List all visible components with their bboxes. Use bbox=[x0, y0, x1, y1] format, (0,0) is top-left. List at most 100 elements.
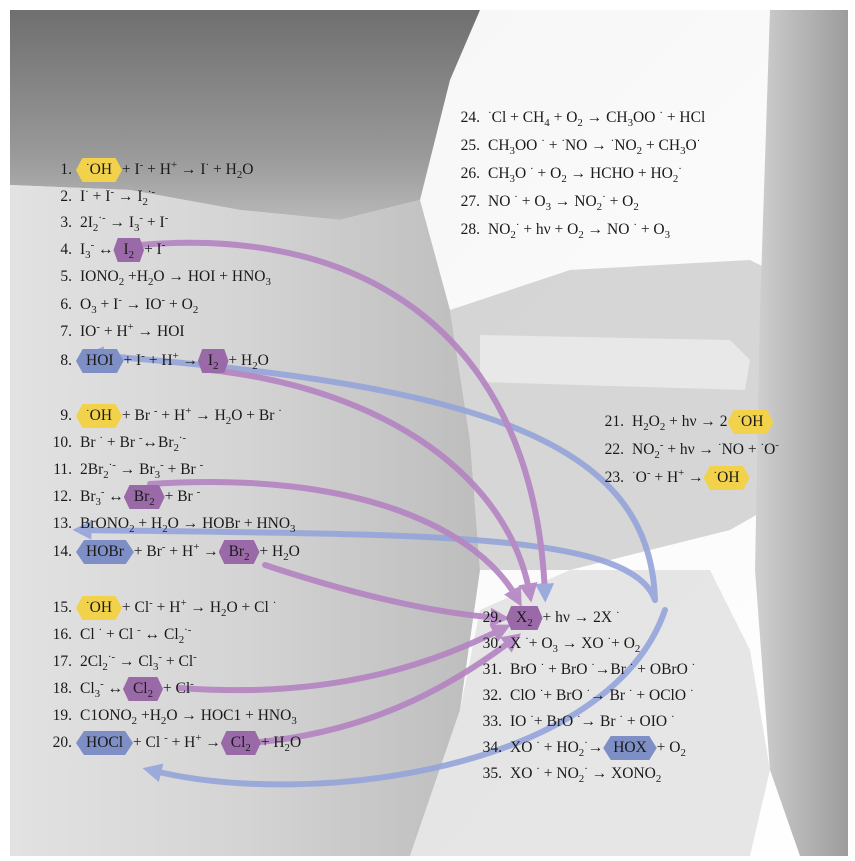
equation-text: + H2O bbox=[225, 352, 269, 369]
equation-number: 14. bbox=[50, 543, 72, 561]
equation-text: 2I2·- → I3- + I- bbox=[80, 214, 168, 231]
equation-number: 1. bbox=[50, 161, 72, 179]
equation-30: 30. X ·+ O3 → XO ·+ O2 bbox=[480, 635, 640, 653]
equation-text: + H2O bbox=[257, 734, 301, 751]
equation-number: 17. bbox=[50, 653, 72, 671]
equation-number: 32. bbox=[480, 687, 502, 705]
middle-crystal-slot bbox=[480, 335, 750, 390]
equation-number: 7. bbox=[50, 323, 72, 341]
equation-7: 7. IO- + H+ → HOI bbox=[50, 323, 185, 341]
equation-number: 4. bbox=[50, 241, 72, 259]
equation-number: 11. bbox=[50, 461, 72, 479]
iodine-highlight: I2 bbox=[117, 241, 140, 259]
equation-15: 15.·OH + Cl- + H+ → H2O + Cl · bbox=[50, 599, 276, 617]
equation-text: + Cl- bbox=[159, 680, 194, 697]
equation-number: 22. bbox=[602, 441, 624, 459]
hox-highlight: HOX bbox=[607, 739, 653, 757]
equation-number: 30. bbox=[480, 635, 502, 653]
equation-12: 12. Br3- ↔ Br2 + Br - bbox=[50, 488, 200, 506]
iodine-highlight: I2 bbox=[202, 352, 225, 370]
equation-text: Br3- ↔ bbox=[80, 488, 128, 505]
equation-number: 28. bbox=[458, 221, 480, 239]
equation-26: 26. CH3O · + O2 → HCHO + HO2· bbox=[458, 165, 682, 183]
equation-text: + Cl- + H+ → H2O + Cl · bbox=[118, 599, 276, 616]
equation-text: XO · + NO2· → XONO2 bbox=[510, 765, 661, 782]
equation-text: X ·+ O3 → XO ·+ O2 bbox=[510, 635, 640, 652]
equation-text: + Br - bbox=[161, 488, 201, 505]
equation-10: 10.Br · + Br -↔Br2·- bbox=[50, 434, 186, 452]
equation-number: 6. bbox=[50, 296, 72, 314]
equation-text: NO2· + hν + O2 → NO · + O3 bbox=[488, 221, 670, 238]
equation-number: 23. bbox=[602, 469, 624, 487]
equation-25: 25.CH3OO · + ·NO → ·NO2 + CH3O· bbox=[458, 137, 700, 155]
equation-text: + O2 bbox=[653, 739, 686, 756]
equation-text: C1ONO2 +H2O → HOC1 + HNO3 bbox=[80, 707, 297, 724]
equation-text: NO · + O3 → NO2· + O2 bbox=[488, 193, 639, 210]
equation-number: 10. bbox=[50, 434, 72, 452]
hydroxyl-highlight: ·OH bbox=[80, 161, 118, 179]
equation-text: BrO · + BrO ·→Br · + OBrO · bbox=[510, 661, 695, 678]
chlorine-highlight: Cl2 bbox=[127, 680, 159, 698]
equation-number: 26. bbox=[458, 165, 480, 183]
equation-18: 18.Cl3- ↔ Cl2 + Cl- bbox=[50, 680, 194, 698]
hydroxyl-highlight: ·OH bbox=[708, 469, 746, 487]
equation-text: XO · + HO2·→ bbox=[510, 739, 607, 756]
equation-text: + I- + H+ → bbox=[120, 352, 202, 369]
equation-2: 2. I· + I- → I2·- bbox=[50, 188, 155, 206]
equation-29: 29. X2 + hν → 2X · bbox=[480, 609, 620, 627]
halogen-highlight: X2 bbox=[510, 609, 539, 627]
equation-19: 19. C1ONO2 +H2O → HOC1 + HNO3 bbox=[50, 707, 297, 725]
equation-number: 8. bbox=[50, 352, 72, 370]
equation-14: 14.HOBr + Br- + H+ → Br2 + H2O bbox=[50, 543, 300, 561]
hoi-highlight: HOI bbox=[80, 352, 120, 370]
equation-text: + H2O bbox=[256, 543, 300, 560]
equation-text: CH3OO · + ·NO → ·NO2 + CH3O· bbox=[488, 137, 700, 154]
equation-23: 23.·O- + H+ → ·OH bbox=[602, 469, 746, 487]
equation-5: 5.IONO2 +H2O → HOI + HNO3 bbox=[50, 268, 271, 286]
equation-text: Cl · + Cl - ↔ Cl2·- bbox=[80, 626, 191, 643]
equation-number: 24. bbox=[458, 109, 480, 127]
equation-number: 19. bbox=[50, 707, 72, 725]
equation-28: 28. NO2· + hν + O2 → NO · + O3 bbox=[458, 221, 670, 239]
equation-number: 13. bbox=[50, 515, 72, 533]
equation-text: I· + I- → I2·- bbox=[80, 188, 155, 205]
bromine-highlight: Br2 bbox=[223, 543, 256, 561]
bromine-highlight: Br2 bbox=[128, 488, 161, 506]
equation-22: 22.NO2- + hν → ·NO + ·O- bbox=[602, 441, 779, 459]
equation-35: 35.XO · + NO2· → XONO2 bbox=[480, 765, 661, 783]
equation-number: 31. bbox=[480, 661, 502, 679]
equation-text: ClO ·+ BrO ·→ Br · + OClO · bbox=[510, 687, 694, 704]
equation-text: + I- + H+ → I· + H2O bbox=[118, 161, 253, 178]
equation-text: 2Br2·- → Br3- + Br - bbox=[80, 461, 203, 478]
equation-number: 12. bbox=[50, 488, 72, 506]
equation-21: 21.H2O2 + hν → 2 ·OH bbox=[602, 413, 769, 431]
equation-1: 1. ·OH + I- + H+ → I· + H2O bbox=[50, 161, 253, 179]
equation-text: IO ·+ BrO ·→ Br · + OIO · bbox=[510, 713, 675, 730]
hydroxyl-highlight: ·OH bbox=[80, 599, 118, 617]
equation-text: + Br - + H+ → H2O + Br · bbox=[118, 407, 282, 424]
equation-text: IO- + H+ → HOI bbox=[80, 323, 185, 340]
equation-number: 3. bbox=[50, 214, 72, 232]
hydroxyl-highlight: ·OH bbox=[80, 407, 118, 425]
equation-9: 9. ·OH + Br - + H+ → H2O + Br · bbox=[50, 407, 282, 425]
equation-3: 3. 2I2·- → I3- + I- bbox=[50, 214, 168, 232]
equation-number: 5. bbox=[50, 268, 72, 286]
equation-text: ·Cl + CH4 + O2 → CH3OO · + HCl bbox=[488, 109, 705, 126]
equation-6: 6.O3 + I- → IO- + O2 bbox=[50, 296, 198, 314]
hydroxyl-highlight: ·OH bbox=[731, 413, 769, 431]
equation-number: 2. bbox=[50, 188, 72, 206]
ice-surface-background bbox=[10, 10, 848, 856]
equation-text: CH3O · + O2 → HCHO + HO2· bbox=[488, 165, 682, 182]
equation-text: + hν → 2X · bbox=[539, 609, 620, 626]
equation-text: H2O2 + hν → 2 bbox=[632, 413, 731, 430]
equation-number: 9. bbox=[50, 407, 72, 425]
equation-number: 33. bbox=[480, 713, 502, 731]
equation-34: 34.XO · + HO2·→ HOX + O2 bbox=[480, 739, 686, 757]
hobr-highlight: HOBr bbox=[80, 543, 130, 561]
equation-20: 20.HOCl + Cl - + H+ → Cl2 + H2O bbox=[50, 734, 301, 752]
equation-text: I3- ↔ bbox=[80, 241, 117, 258]
equation-number: 29. bbox=[480, 609, 502, 627]
equation-33: 33. IO ·+ BrO ·→ Br · + OIO · bbox=[480, 713, 675, 731]
equation-number: 20. bbox=[50, 734, 72, 752]
hocl-highlight: HOCl bbox=[80, 734, 129, 752]
